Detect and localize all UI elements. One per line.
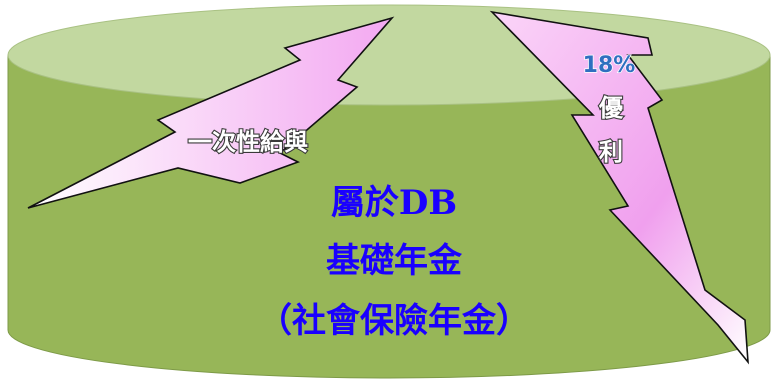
- right-bolt-label-line2: 利: [599, 137, 623, 166]
- left-bolt-label: 一次性給與: [188, 127, 308, 156]
- right-bolt-percent: 18%: [583, 53, 636, 78]
- center-line2: 基礎年金: [326, 241, 463, 281]
- center-line3: （社會保險年金）: [258, 301, 530, 341]
- center-line1: 屬於DB: [331, 183, 457, 223]
- left-bolt: 一次性給與: [27, 16, 395, 209]
- right-bolt: 18% 優 利: [489, 10, 749, 365]
- right-bolt-shape: [489, 10, 749, 365]
- right-bolt-label-line1: 優: [598, 93, 624, 122]
- left-bolt-shape: [27, 16, 395, 209]
- center-text-block: 屬於DB 基礎年金 （社會保險年金）: [258, 183, 530, 341]
